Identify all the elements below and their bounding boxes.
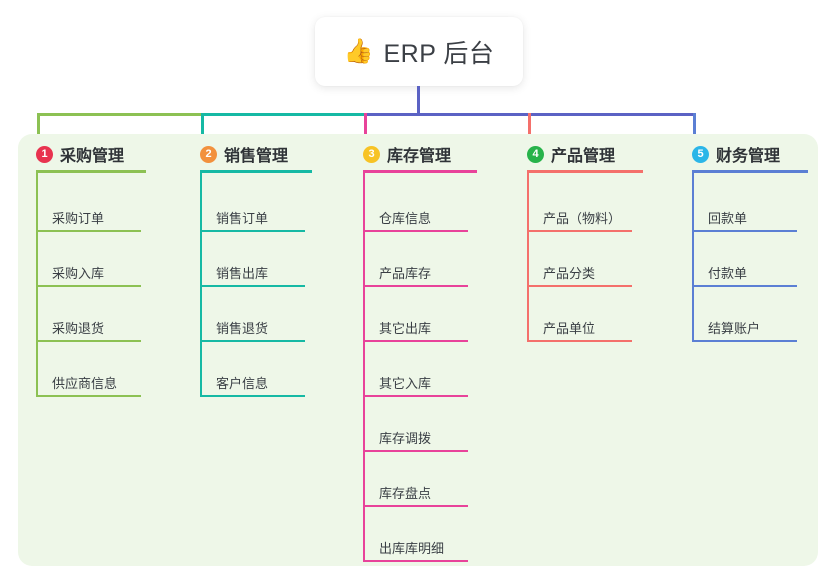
branch-spine (200, 170, 202, 397)
branch-item-label: 其它入库 (379, 376, 432, 391)
branch-item-underline (363, 505, 468, 507)
branch-item-label: 仓库信息 (379, 211, 432, 226)
branch-spine (36, 170, 38, 397)
branch-item-underline (692, 340, 797, 342)
root-drop-line (417, 86, 420, 113)
branch-header-1[interactable]: 1 采购管理 (36, 142, 124, 166)
branch-item-underline (363, 395, 468, 397)
root-node-card[interactable]: 👍 ERP 后台 (315, 17, 523, 86)
branch-item-label: 采购退货 (52, 321, 105, 336)
branch-item-label: 结算账户 (708, 321, 761, 336)
branch-item-label: 其它出库 (379, 321, 432, 336)
branch-number-badge: 4 (527, 145, 544, 163)
thumbs-up-icon: 👍 (343, 37, 374, 65)
branch-item-label: 销售出库 (216, 266, 269, 281)
branch-title: 产品管理 (551, 148, 616, 165)
branch-item-underline (200, 230, 305, 232)
branch-spine (363, 170, 365, 562)
branch-spine (692, 170, 694, 342)
branch-item-underline (36, 395, 141, 397)
branch-spine (527, 170, 529, 342)
branch-header-4[interactable]: 4 产品管理 (527, 142, 615, 166)
branch-header-underline (527, 170, 643, 173)
branch-number-badge: 2 (200, 145, 217, 163)
branch-item-label: 出库库明细 (379, 541, 445, 556)
branch-item-label: 产品分类 (543, 266, 596, 281)
branch-title: 销售管理 (224, 148, 289, 165)
branch-item-label: 回款单 (708, 211, 748, 226)
branch-item-label: 付款单 (708, 266, 748, 281)
branch-item-label: 产品库存 (379, 266, 432, 281)
branch-item-label: 销售退货 (216, 321, 269, 336)
branch-item-underline (527, 340, 632, 342)
branch-item-label: 库存调拨 (379, 431, 432, 446)
branch-item-underline (692, 285, 797, 287)
branches-panel: 1 采购管理采购订单采购入库采购退货供应商信息 2 销售管理销售订单销售出库销售退货客… (18, 134, 818, 566)
root-node-title: ERP 后台 (383, 39, 495, 68)
branch-item-label: 采购入库 (52, 266, 105, 281)
branch-item-underline (363, 230, 468, 232)
branch-item-label: 产品单位 (543, 321, 596, 336)
branch-item-label: 库存盘点 (379, 486, 432, 501)
branch-number-badge: 1 (36, 145, 53, 163)
branch-title: 库存管理 (387, 148, 452, 165)
branch-item-underline (200, 285, 305, 287)
connector-bus-segment (37, 113, 204, 116)
branch-item-underline (527, 230, 632, 232)
branch-item-underline (200, 395, 305, 397)
branch-item-label: 产品（物料） (543, 211, 622, 226)
branch-item-underline (363, 450, 468, 452)
branch-item-label: 客户信息 (216, 376, 269, 391)
branch-stem-3 (364, 113, 367, 149)
branch-header-2[interactable]: 2 销售管理 (200, 142, 288, 166)
branch-stem-1 (37, 113, 40, 149)
branch-item-label: 采购订单 (52, 211, 105, 226)
branch-header-3[interactable]: 3 库存管理 (363, 142, 451, 166)
branch-item-underline (363, 340, 468, 342)
branch-header-underline (36, 170, 146, 173)
branch-stem-4 (528, 113, 531, 149)
connector-bus-segment (364, 113, 531, 116)
branch-stem-2 (201, 113, 204, 149)
branch-number-badge: 5 (692, 145, 709, 163)
branch-item-underline (363, 560, 468, 562)
branch-item-underline (200, 340, 305, 342)
branch-item-underline (36, 285, 141, 287)
connector-bus-segment (201, 113, 367, 116)
branch-item-underline (527, 285, 632, 287)
branch-header-underline (363, 170, 477, 173)
branch-stem-5 (693, 113, 696, 149)
branch-header-underline (200, 170, 312, 173)
branch-header-5[interactable]: 5 财务管理 (692, 142, 780, 166)
connector-bus-segment (528, 113, 696, 116)
branch-header-underline (692, 170, 808, 173)
branch-item-label: 销售订单 (216, 211, 269, 226)
branch-title: 采购管理 (60, 148, 125, 165)
branch-number-badge: 3 (363, 145, 380, 163)
branch-item-label: 供应商信息 (52, 376, 118, 391)
branch-item-underline (363, 285, 468, 287)
branch-title: 财务管理 (716, 148, 781, 165)
branch-item-underline (36, 340, 141, 342)
branch-item-underline (36, 230, 141, 232)
branch-item-underline (692, 230, 797, 232)
